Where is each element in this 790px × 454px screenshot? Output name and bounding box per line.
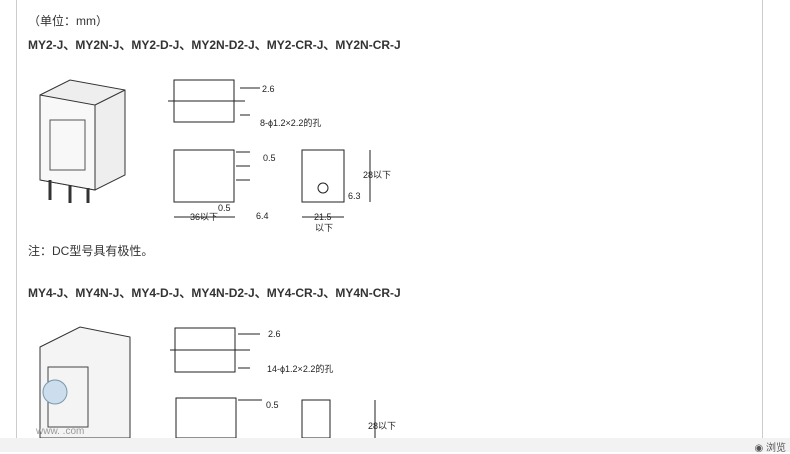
relay-photo-my2 (39, 79, 126, 203)
svg-text:0.5: 0.5 (218, 203, 231, 213)
svg-text:8-ϕ1.2×2.2的孔: 8-ϕ1.2×2.2的孔 (260, 117, 321, 128)
section2-title: MY4-J、MY4N-J、MY4-D-J、MY4N-D2-J、MY4-CR-J、… (28, 286, 401, 300)
svg-text:21.5: 21.5 (314, 212, 332, 222)
browse-icon: ◉ (754, 443, 764, 454)
browse-button[interactable]: ◉ 浏览 (754, 443, 786, 454)
svg-text:2.6: 2.6 (262, 84, 275, 94)
bottom-bar (0, 438, 790, 452)
svg-text:6.4: 6.4 (256, 211, 269, 221)
svg-text:28以下: 28以下 (363, 170, 391, 180)
svg-text:0.5: 0.5 (263, 153, 276, 163)
relay-photo-my4 (39, 326, 131, 438)
dimension-drawing-my4: 2.6 14-ϕ1.2×2.2的孔 0.5 28以下 (170, 327, 396, 438)
svg-text:以下: 以下 (315, 223, 333, 233)
content-panel (16, 0, 763, 438)
dimension-drawing-my2: 2.6 8-ϕ1.2×2.2的孔 0.5 0.5 36以下 6.4 28以下 6… (168, 79, 391, 233)
svg-text:2.6: 2.6 (268, 329, 281, 339)
svg-text:6.3: 6.3 (348, 191, 361, 201)
svg-text:36以下: 36以下 (190, 212, 218, 222)
polarity-note: 注：DC型号具有极性。 (28, 244, 154, 258)
unit-note: （单位：mm） (28, 14, 108, 28)
watermark: www. .com (36, 426, 85, 437)
svg-text:0.5: 0.5 (266, 400, 279, 410)
svg-text:28以下: 28以下 (368, 421, 396, 431)
svg-text:14-ϕ1.2×2.2的孔: 14-ϕ1.2×2.2的孔 (267, 363, 333, 374)
section1-title: MY2-J、MY2N-J、MY2-D-J、MY2N-D2-J、MY2-CR-J、… (28, 38, 401, 52)
